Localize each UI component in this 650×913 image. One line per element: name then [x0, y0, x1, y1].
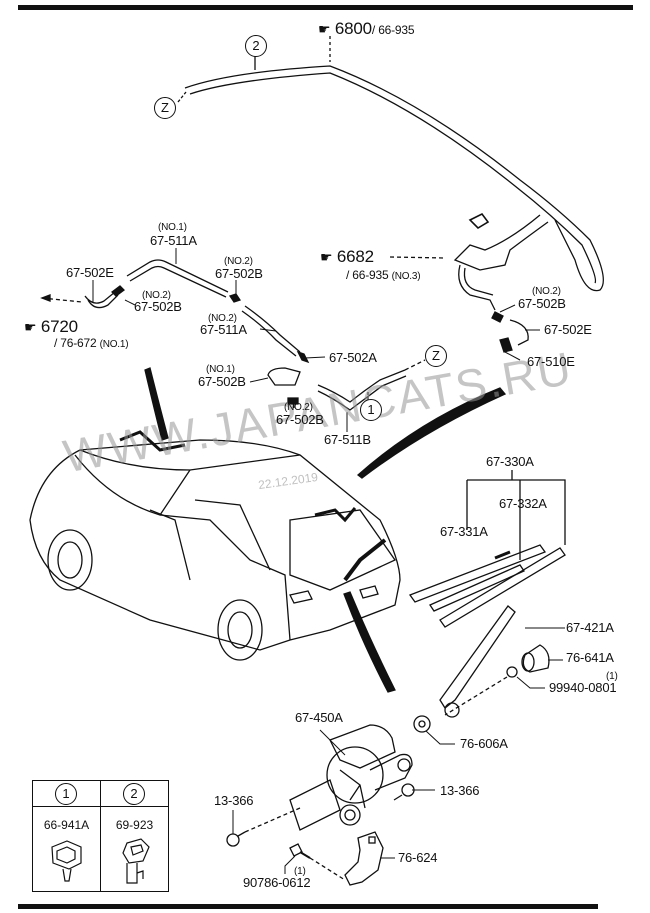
- part-67-502B-c-note: (NO.2): [284, 402, 313, 413]
- wiper-arm: [439, 605, 516, 718]
- wiper-cap: [521, 644, 550, 673]
- wiper-blade: [408, 544, 566, 628]
- part-13-366-right[interactable]: 13-366: [440, 783, 480, 798]
- ref-6682: ☛ 6682: [320, 248, 374, 266]
- nut-99940: [506, 666, 518, 678]
- pointer-arc-bottom: [343, 591, 396, 693]
- ref-6800-code[interactable]: 6800: [334, 19, 372, 38]
- part-67-510E[interactable]: 67-510E: [527, 354, 575, 369]
- ref-6720: ☛ 6720: [24, 318, 78, 336]
- part-67-502B-c[interactable]: 67-502B: [276, 412, 324, 427]
- ref-6720-sub: / 76-672 (NO.1): [54, 336, 129, 350]
- clip-66-941A-icon: [51, 840, 82, 882]
- leader-lines: [92, 248, 565, 874]
- pointer-arc-left: [144, 367, 169, 441]
- part-67-502E-left[interactable]: 67-502E: [66, 265, 114, 280]
- part-13-366-left[interactable]: 13-366: [214, 793, 254, 808]
- ref-6682-code[interactable]: 6682: [336, 247, 374, 266]
- part-67-502B-b-note: (NO.2): [224, 256, 253, 267]
- bolt-90786: [289, 843, 311, 859]
- hose-assembly-right: [491, 311, 529, 353]
- legend-part-69-923[interactable]: 69-923: [115, 818, 154, 832]
- car-body: [29, 430, 401, 661]
- part-67-511A-no1[interactable]: 67-511A: [150, 233, 197, 248]
- motor-dashed-axis: [244, 807, 301, 833]
- marker-1: 1: [360, 399, 382, 421]
- bottom-border-rule: [18, 904, 598, 909]
- part-67-511A-no2-note: (NO.2): [208, 313, 237, 324]
- part-67-502B-no1[interactable]: 67-502B: [198, 374, 246, 389]
- z-leader-top: [177, 91, 187, 103]
- legend-part-66-941A[interactable]: 66-941A: [43, 818, 90, 832]
- part-76-624[interactable]: 76-624: [398, 850, 438, 865]
- part-67-502B-b[interactable]: 67-502B: [215, 266, 263, 281]
- clip-legend-table: 1 66-941A 2 69-923: [32, 780, 169, 892]
- part-67-450A[interactable]: 67-450A: [295, 710, 343, 725]
- hose-assembly-left: [40, 259, 426, 411]
- part-76-641A[interactable]: 76-641A: [566, 650, 614, 665]
- part-99940-note: (1): [606, 671, 618, 682]
- ref-6800-sub: / 66-935: [371, 23, 415, 37]
- top-border-rule: [18, 5, 633, 10]
- wiper-arm-dashed-axis: [444, 676, 508, 716]
- bolt-13-366-right: [393, 783, 415, 801]
- ref-6682-leader: [389, 256, 446, 259]
- hand-pointer-icon: ☛: [24, 319, 37, 335]
- marker-2: 2: [245, 35, 267, 57]
- bracket-dashed-axis: [309, 857, 346, 881]
- part-67-421A[interactable]: 67-421A: [566, 620, 614, 635]
- hand-pointer-icon: ☛: [320, 249, 333, 265]
- part-67-332A[interactable]: 67-332A: [499, 496, 547, 511]
- bracket-76-624: [344, 831, 384, 886]
- legend-marker-1: 1: [55, 783, 77, 805]
- part-90786-note: (1): [294, 866, 306, 877]
- ref-6800: ☛ 6800/ 66-935: [318, 19, 415, 38]
- part-67-330A[interactable]: 67-330A: [486, 454, 534, 469]
- roof-hose: [184, 65, 604, 311]
- hand-pointer-icon: ☛: [318, 21, 331, 37]
- bushing-606A: [413, 715, 431, 733]
- part-67-502B-a-note: (NO.2): [142, 290, 171, 301]
- part-67-502B-d-note: (NO.2): [532, 286, 561, 297]
- legend-marker-2: 2: [123, 783, 145, 805]
- part-67-502B-d[interactable]: 67-502B: [518, 296, 566, 311]
- bracket-330A: [466, 470, 566, 560]
- part-90786-0612[interactable]: 90786-0612: [243, 875, 311, 890]
- part-67-511B[interactable]: 67-511B: [324, 432, 371, 447]
- bolt-13-366-left: [226, 831, 246, 847]
- ref-6682-sub: / 66-935 (NO.3): [346, 268, 421, 282]
- wiper-motor: [289, 724, 413, 831]
- pointer-arc-right: [356, 387, 507, 479]
- part-67-511A-no1-note: (NO.1): [158, 222, 187, 233]
- part-67-502B-no1-note: (NO.1): [206, 364, 235, 375]
- marker-z-top: Z: [154, 97, 176, 119]
- legend-col-2: 2 69-923: [101, 781, 168, 891]
- part-67-331A[interactable]: 67-331A: [440, 524, 488, 539]
- part-67-502B-a[interactable]: 67-502B: [134, 299, 182, 314]
- legend-col-1: 1 66-941A: [33, 781, 101, 891]
- part-67-502E-right[interactable]: 67-502E: [544, 322, 592, 337]
- part-76-606A[interactable]: 76-606A: [460, 736, 508, 751]
- marker-z-right: Z: [425, 345, 447, 367]
- part-99940-0801[interactable]: 99940-0801: [549, 680, 617, 695]
- part-67-502A[interactable]: 67-502A: [329, 350, 377, 365]
- ref-6720-code[interactable]: 6720: [40, 317, 78, 336]
- clip-69-923-icon: [122, 838, 150, 884]
- part-67-511A-no2[interactable]: 67-511A: [200, 322, 247, 337]
